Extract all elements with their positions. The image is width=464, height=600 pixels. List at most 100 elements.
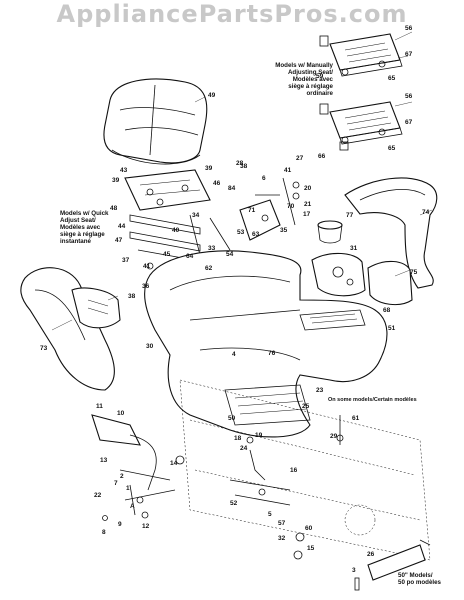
callout-5: 5 <box>268 511 272 518</box>
dash-panel-38 <box>71 287 121 329</box>
callout-38: 38 <box>240 163 248 170</box>
callout-65: 65 <box>388 75 396 82</box>
callout-27: 27 <box>296 155 304 162</box>
console-panel-31 <box>311 252 366 297</box>
callout-75: 75 <box>410 269 418 276</box>
note-manual-seat: Models w/ Manually Adjusting Seat/ Modèl… <box>275 62 333 97</box>
callout-57: 57 <box>278 520 286 527</box>
callout-15: 15 <box>307 545 315 552</box>
callout-12: 12 <box>142 523 150 530</box>
callout-17: 17 <box>303 211 311 218</box>
callout-52: 52 <box>230 500 238 507</box>
note-fifty-models: 50" Models/ 50 po modèles <box>398 572 441 586</box>
callout-48: 48 <box>110 205 118 212</box>
callout-49: 49 <box>208 92 216 99</box>
callout-63: 63 <box>252 231 260 238</box>
callout-30: 30 <box>146 343 154 350</box>
main-body <box>144 250 388 438</box>
callout-77: 77 <box>346 212 354 219</box>
callout-51: 51 <box>388 325 396 332</box>
left-fender-73 <box>20 267 115 391</box>
callout-3: 3 <box>352 567 356 574</box>
some-models-detail <box>336 415 344 445</box>
callouts: 56 67 59 65 56 67 66 65 49 43 39 39 46 4… <box>40 25 430 574</box>
console-panel-75 <box>367 260 413 306</box>
callout-64: 64 <box>186 253 194 260</box>
callout-4: 4 <box>232 351 236 358</box>
callout-62: 62 <box>205 265 213 272</box>
seat-bracket-upper <box>319 33 403 77</box>
callout-8: 8 <box>102 529 106 536</box>
callout-65: 65 <box>388 145 396 152</box>
callout-47: 47 <box>115 237 123 244</box>
callout-32: 32 <box>278 535 286 542</box>
callout-70: 70 <box>287 203 295 210</box>
callout-56: 56 <box>405 25 413 32</box>
callout-34: 34 <box>192 212 200 219</box>
callout-74: 74 <box>422 209 430 216</box>
callout-60: 60 <box>305 525 313 532</box>
callout-39: 39 <box>205 165 213 172</box>
callout-24: 24 <box>240 445 248 452</box>
callout-67: 67 <box>405 51 413 58</box>
callout-59: 59 <box>316 73 324 80</box>
callout-16: 16 <box>290 467 298 474</box>
callout-9: 9 <box>118 521 122 528</box>
callout-67: 67 <box>405 119 413 126</box>
floor-mat <box>224 384 311 426</box>
callout-38: 38 <box>128 293 136 300</box>
leader-lines <box>51 31 433 331</box>
callout-1: 1 <box>126 485 130 492</box>
callout-14: 14 <box>170 460 178 467</box>
callout-68: 68 <box>383 307 391 314</box>
callout-21: 21 <box>304 201 312 208</box>
callout-76: 76 <box>268 350 276 357</box>
callout-28: 28 <box>236 160 244 167</box>
callout-56: 56 <box>405 93 413 100</box>
callout-44: 44 <box>118 223 126 230</box>
callout-61: 61 <box>352 415 360 422</box>
callout-66: 66 <box>318 153 326 160</box>
callout-45: 45 <box>163 251 171 258</box>
callout-6: 6 <box>262 175 266 182</box>
note-quick-seat: Models w/ Quick Adjust Seat/ Modèles ave… <box>60 210 109 245</box>
callout-35: 35 <box>280 227 288 234</box>
callout-2: 2 <box>120 473 124 480</box>
callout-41: 41 <box>143 263 151 270</box>
callout-19: 19 <box>255 432 263 439</box>
rear-fender-right <box>344 177 438 289</box>
cup-holder <box>317 220 343 244</box>
callout-36: 36 <box>142 283 150 290</box>
step-plate <box>299 309 366 331</box>
callout-71: 71 <box>248 207 256 214</box>
callout-7: 7 <box>114 480 118 487</box>
callout-26: 26 <box>367 551 375 558</box>
callout-25: 25 <box>302 403 310 410</box>
seat-pan <box>124 169 211 211</box>
callout-23: 23 <box>316 387 324 394</box>
callout-31: 31 <box>350 245 358 252</box>
callout-18: 18 <box>234 435 242 442</box>
seat-pivot-bracket <box>239 177 300 241</box>
note-some-models: On some models/Certain modèles <box>328 397 417 403</box>
center-linkage <box>175 436 291 506</box>
callout-50: 50 <box>228 415 236 422</box>
callout-54: 54 <box>226 251 234 258</box>
callout-43: 43 <box>120 167 128 174</box>
callout-39: 39 <box>112 177 120 184</box>
callout-53: 53 <box>237 229 245 236</box>
callout-41: 41 <box>284 167 292 174</box>
lift-lever <box>91 414 176 521</box>
callout-29: 29 <box>330 433 338 440</box>
callout-11: 11 <box>96 403 103 410</box>
callout-84: 84 <box>228 185 236 192</box>
callout-22: 22 <box>94 492 102 499</box>
callout-73: 73 <box>40 345 48 352</box>
seat <box>103 78 208 165</box>
watermark: AppliancePartsPros.com <box>56 0 408 28</box>
callout-20: 20 <box>304 185 312 192</box>
callout-A: A <box>130 503 135 510</box>
callout-37: 37 <box>122 257 130 264</box>
